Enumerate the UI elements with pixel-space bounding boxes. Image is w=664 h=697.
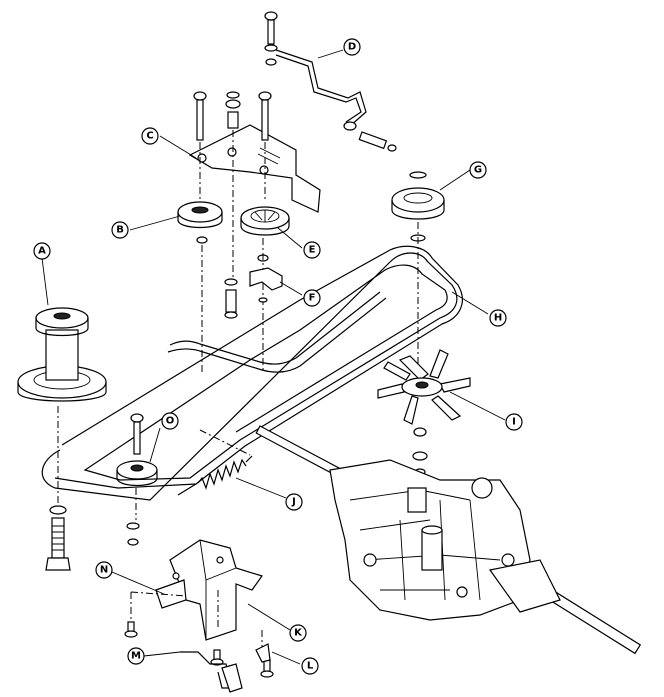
callout-L: L: [301, 657, 319, 675]
callout-B: B: [111, 221, 129, 239]
callout-D: D: [343, 38, 361, 56]
callout-H: H: [489, 309, 507, 327]
callout-label: F: [309, 293, 316, 304]
callout-E: E: [303, 241, 321, 259]
callout-F: F: [303, 289, 321, 307]
callout-label: O: [166, 416, 175, 427]
callout-O: O: [161, 412, 179, 430]
callout-label: A: [38, 246, 46, 257]
callout-N: N: [95, 561, 113, 579]
v-idler-pulley: [240, 206, 290, 372]
callout-G: G: [469, 161, 487, 179]
callout-label: B: [116, 225, 124, 236]
idler-arm-bracket: [224, 267, 283, 319]
transmission-pulley: [391, 171, 445, 380]
callout-label: L: [307, 661, 314, 672]
shift-rod: [264, 11, 397, 152]
belt-tension-pulley: [116, 413, 158, 546]
callout-label: I: [512, 417, 516, 428]
idler-bracket: [188, 124, 321, 213]
drive-belt: [41, 245, 463, 501]
callout-label: H: [494, 313, 502, 324]
mounting-bracket: [124, 539, 274, 693]
callout-label: M: [131, 651, 141, 662]
engine-pulley-bolt: [45, 406, 71, 571]
cooling-fan: [377, 349, 471, 476]
callout-leaders: [41, 49, 506, 665]
callout-label: K: [294, 628, 303, 639]
callout-M: M: [127, 647, 145, 665]
transaxle: [255, 425, 642, 655]
callout-label: J: [291, 497, 296, 508]
tension-spring: [177, 429, 253, 496]
callout-label: C: [146, 131, 153, 142]
engine-pulley: [17, 307, 107, 402]
bracket-bolts: [193, 91, 272, 285]
callout-label: E: [309, 245, 316, 256]
callout-label: D: [348, 42, 356, 53]
callout-C: C: [141, 127, 159, 145]
callout-J: J: [285, 493, 303, 511]
callout-label: N: [100, 565, 108, 576]
flat-idler-pulley: [177, 201, 223, 372]
callout-label: G: [474, 165, 482, 176]
callout-A: A: [33, 242, 51, 260]
callout-I: I: [505, 413, 523, 431]
callout-K: K: [289, 624, 307, 642]
